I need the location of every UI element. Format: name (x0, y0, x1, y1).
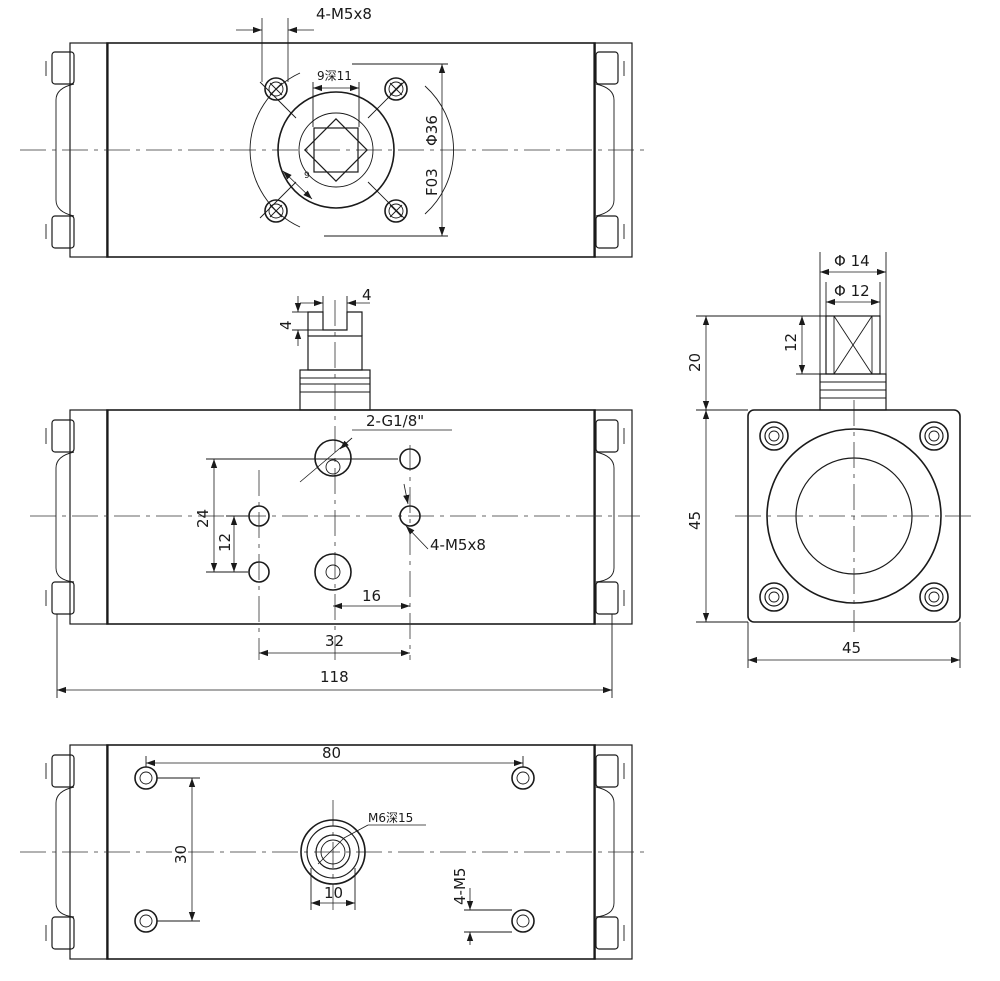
drive-square-rotated (304, 118, 368, 182)
end-cap-right (593, 42, 633, 258)
body-height: 45 (686, 511, 704, 530)
bottom-holes (134, 766, 535, 933)
center-thread: M6深15 (368, 811, 413, 825)
body-front (106, 409, 596, 625)
pcd-label: Φ36 (423, 115, 441, 146)
flat-height: 12 (782, 333, 800, 352)
top-hole-callout: 4-M5x8 (316, 5, 372, 23)
side-shaft (819, 315, 887, 411)
namur-holes (248, 448, 421, 583)
dim-80: 80 (322, 744, 341, 762)
dim-32: 32 (325, 632, 344, 650)
front-view: 4 4 2-G1/8" 24 12 (30, 286, 640, 698)
dim-30: 30 (172, 845, 190, 864)
overall-length: 118 (320, 668, 349, 686)
top-view: 4-M5x8 9深11 9 Φ36 F03 (20, 5, 645, 258)
dia-outer: Φ 14 (834, 252, 870, 270)
square-callout: 9深11 (317, 69, 352, 83)
namur-hole-callout: 4-M5x8 (430, 536, 486, 554)
end-cap-right (593, 409, 633, 625)
shaft-height: 20 (686, 353, 704, 372)
mount-holes-top (264, 77, 408, 223)
dim-16: 16 (362, 587, 381, 605)
center-boss (300, 819, 366, 885)
corner-screws (759, 421, 949, 612)
body-width: 45 (842, 639, 861, 657)
dim-12: 12 (216, 533, 234, 552)
side-view: Φ 14 Φ 12 20 12 45 45 (686, 252, 975, 668)
flange-label: F03 (423, 168, 441, 196)
shaft-flat-depth: 4 (277, 320, 295, 330)
boss-inner (298, 112, 374, 188)
across-flats-label: 9 (304, 171, 310, 181)
output-shaft (299, 300, 371, 660)
boss-outer (277, 91, 395, 209)
end-cap-left (45, 409, 109, 625)
port-callout: 2-G1/8" (366, 412, 424, 430)
bottom-view: M6深15 80 30 10 4-M5 (20, 744, 645, 960)
dim-24: 24 (194, 509, 212, 528)
drive-square (313, 127, 359, 173)
bottom-hole-callout: 4-M5 (451, 868, 469, 905)
shaft-flat-width: 4 (362, 286, 372, 304)
air-ports (314, 439, 352, 591)
dim-10: 10 (324, 884, 343, 902)
dia-inner: Φ 12 (834, 282, 870, 300)
